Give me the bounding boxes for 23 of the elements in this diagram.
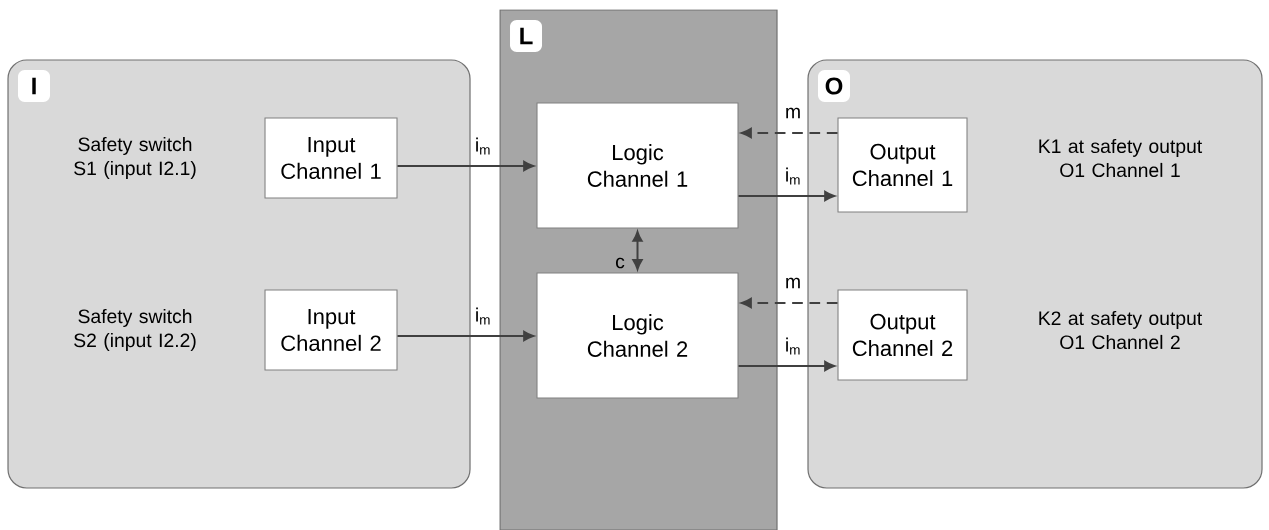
arrow [737, 360, 835, 372]
edge-label: i$_{m}$ [476, 137, 490, 155]
channel-box: Input Channel 1 [264, 117, 398, 199]
edge-label: m [786, 277, 800, 289]
arrow [396, 160, 534, 172]
edge-label: c [616, 257, 625, 269]
beside-text: K1 at safety output O1 Channel 1 [1039, 138, 1203, 178]
channel-box: Input Channel 2 [264, 289, 398, 371]
edge-label: i$_{m}$ [786, 167, 800, 185]
arrow [741, 127, 839, 139]
edge-label: i$_{m}$ [786, 337, 800, 355]
beside-text: K2 at safety output O1 Channel 2 [1039, 310, 1203, 350]
beside-text: Safety switch S2 (input I2.2) [74, 309, 196, 351]
arrow [396, 330, 534, 342]
arrow [737, 190, 835, 202]
channel-box: Logic Channel 1 [536, 102, 739, 229]
channel-box: Logic Channel 2 [536, 272, 739, 399]
channel-box: Output Channel 2 [837, 289, 968, 381]
edge-label: m [786, 107, 800, 119]
beside-text: Safety switch S1 (input I2.1) [74, 137, 196, 179]
channel-box: Output Channel 1 [837, 117, 968, 213]
edge-label: i$_{m}$ [476, 307, 490, 325]
arrow [741, 297, 839, 309]
